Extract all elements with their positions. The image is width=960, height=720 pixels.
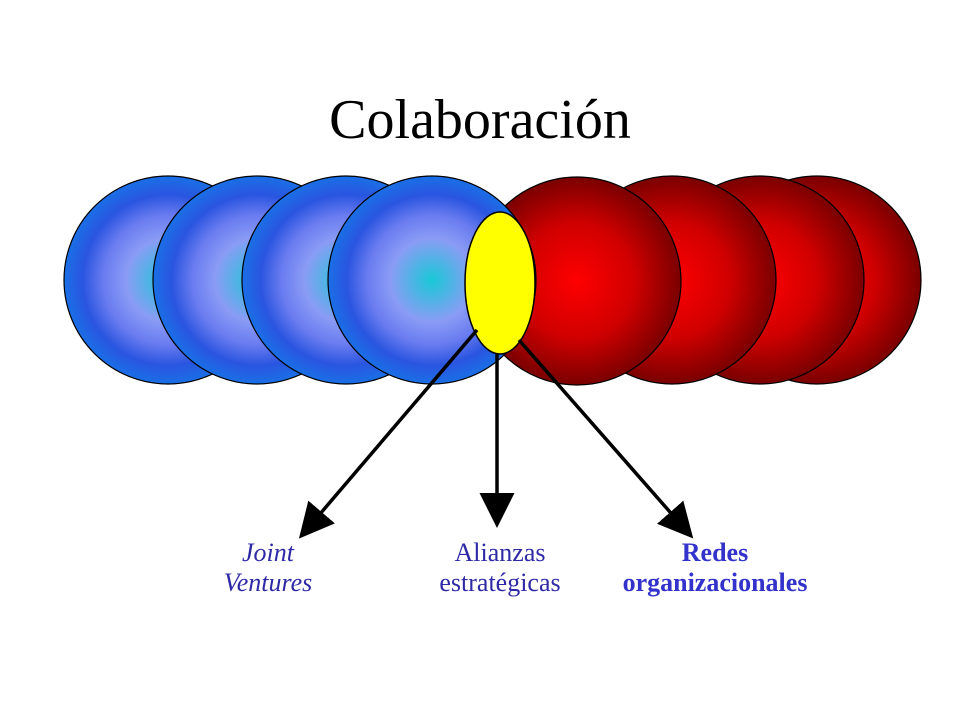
slide-title: Colaboración <box>329 89 631 151</box>
arrow-to-joint-ventures <box>298 328 479 539</box>
caption-joint-line2: Ventures <box>223 568 313 597</box>
red-circle-group <box>472 175 922 386</box>
overlap-ellipse <box>464 211 536 355</box>
arrow-group <box>298 328 694 539</box>
caption-redes-organizacionales: Redes organizacionales <box>590 538 840 598</box>
caption-alianzas-line2: estratégicas <box>439 568 561 597</box>
caption-redes-line1: Redes <box>681 538 749 567</box>
caption-joint-ventures: Joint Ventures <box>188 538 348 598</box>
caption-redes-line2: organizacionales <box>622 568 808 597</box>
caption-alianzas-line1: Alianzas <box>454 538 546 567</box>
caption-joint-line1: Joint <box>242 538 294 567</box>
arrow-to-redes <box>517 338 694 539</box>
caption-alianzas-estrategicas: Alianzas estratégicas <box>400 538 600 598</box>
